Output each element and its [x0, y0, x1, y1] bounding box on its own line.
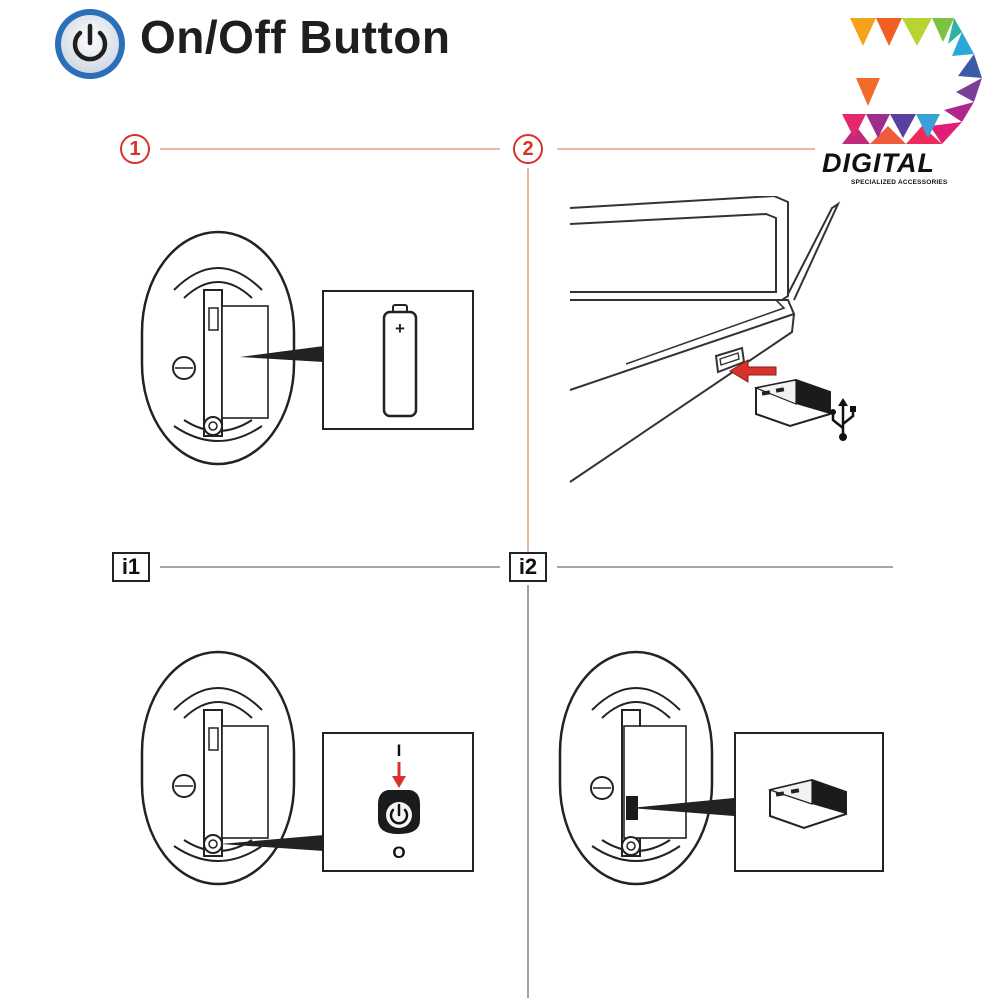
step-marker-2: 2 — [513, 134, 543, 164]
mouse-underside-icon — [558, 650, 714, 886]
power-icon — [55, 9, 125, 79]
usb-receiver-icon — [753, 378, 831, 428]
callout-pointer — [220, 835, 324, 851]
brand-name: DIGITAL — [822, 148, 935, 178]
switch-off-label: O — [392, 843, 405, 862]
power-switch-icon: I O — [378, 741, 420, 862]
mouse-underside-icon — [140, 230, 296, 466]
power-switch-callout — [322, 732, 474, 872]
usb-receiver-icon — [767, 778, 847, 830]
brand-logo — [842, 18, 982, 144]
brand-tagline: SPECIALIZED ACCESSORIES — [851, 179, 948, 186]
usb-symbol-icon — [830, 398, 856, 441]
battery-icon: + — [382, 304, 418, 418]
callout-pointer — [630, 798, 734, 816]
page-title: On/Off Button — [140, 11, 451, 63]
switch-on-label: I — [397, 741, 402, 760]
mouse-underside-icon — [140, 650, 296, 886]
step-marker-1: 1 — [120, 134, 150, 164]
insert-arrow-icon — [729, 359, 777, 383]
info-marker-i2: i2 — [509, 552, 547, 582]
battery-plus-sign: + — [395, 319, 405, 338]
callout-pointer — [240, 346, 324, 362]
info-marker-i1: i1 — [112, 552, 150, 582]
laptop-icon — [569, 196, 841, 483]
